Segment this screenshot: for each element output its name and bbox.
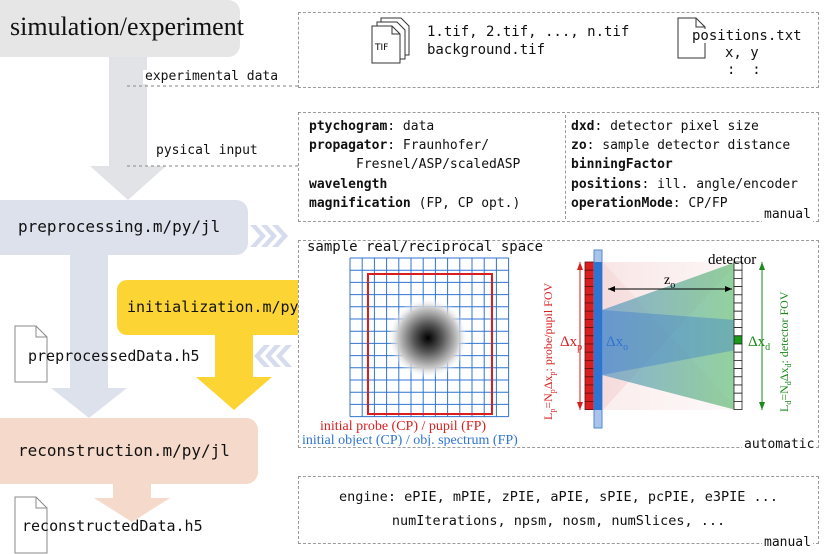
sample-space-title: sample real/reciprocal space (307, 239, 544, 255)
preprocessing-node[interactable]: preprocessing.m/py/jl (0, 200, 248, 255)
probe-pixel (584, 400, 595, 410)
detector-pixel (733, 269, 743, 279)
probe-pixel (584, 376, 595, 386)
probe-pixel (584, 343, 595, 353)
detector-pixel (733, 400, 743, 410)
automatic-tag: automatic (742, 437, 817, 452)
tif-stack-icon: TIF (371, 17, 410, 64)
detector-pixel (733, 319, 743, 329)
arrow-init-to-recon (196, 334, 272, 410)
manual-tag-2: manual (762, 535, 813, 550)
detector-pixel (733, 351, 743, 361)
param-dxd: dxd: detector pixel size (571, 119, 759, 134)
param-wavelength: wavelength (309, 177, 388, 192)
detector-label: detector (708, 252, 756, 268)
engine-panel: engine: ePIE, mPIE, zPIE, aPIE, sPIE, pc… (298, 476, 819, 544)
probe-fov-label: Lp=NpΔxp: probe/pupil FOV (541, 283, 557, 420)
engine-line-1: engine: ePIE, mPIE, zPIE, aPIE, sPIE, pc… (339, 489, 778, 505)
detector-fov-label: Ld=NdΔxd: detector FOV (777, 291, 793, 412)
ptychography-schematic: zo detector Δxp Δxo Δxd Lp=NpΔxp: probe/… (302, 249, 793, 446)
param-positions: positions: ill. angle/encoder (571, 177, 798, 192)
detector-pixel (733, 343, 743, 353)
object-caption: initial object (CP) / obj. spectrum (FP) (302, 433, 518, 446)
arrow-pre-to-recon (51, 254, 127, 418)
file-icon (14, 496, 48, 554)
dxp-label: Δxp (560, 334, 582, 353)
detector-array (733, 261, 743, 410)
probe-spot (388, 298, 468, 378)
probe-caption: initial probe (CP) / pupil (FP) (320, 419, 486, 434)
probe-pixel (584, 351, 595, 361)
simulation-node[interactable]: simulation/experiment (0, 0, 244, 57)
chevrons-left (254, 345, 292, 367)
probe-pixel (584, 335, 595, 345)
probe-pixel (584, 327, 595, 337)
physical-input-box: ptychogram: data propagator: Fraunhofer/… (298, 112, 819, 222)
file-icon (14, 325, 48, 383)
physical-input-label: pysical input (154, 143, 260, 158)
detector-pixel (733, 335, 743, 345)
param-binning: binningFactor (571, 157, 673, 172)
probe-pixel (584, 360, 595, 370)
probe-pixel (584, 319, 595, 329)
preprocessing-label: preprocessing.m/py/jl (18, 217, 221, 236)
detector-pixel (733, 392, 743, 402)
zo-label: zo (664, 273, 675, 291)
experimental-data-box: TIF 1.tif, 2.tif, ..., n.tif background.… (298, 12, 819, 88)
detector-pixel (733, 302, 743, 312)
engine-line-2: numIterations, npsm, nosm, numSlices, ..… (391, 513, 726, 529)
detector-pixel (733, 310, 743, 320)
detector-pixel (733, 376, 743, 386)
probe-pixel (584, 310, 595, 320)
preprocessed-file[interactable]: preprocessedData.h5 (28, 347, 200, 365)
reconstruction-label: reconstruction.m/py/jl (18, 441, 230, 460)
detector-pixel (733, 327, 743, 337)
background-file[interactable]: background.tif (427, 42, 546, 58)
param-propagator-options: Fresnel/ASP/scaledASP (356, 157, 521, 172)
probe-pixel (584, 392, 595, 402)
tif-icon-text: TIF (374, 43, 388, 53)
positions-file[interactable]: positions.txt (691, 28, 803, 44)
reconstruction-node[interactable]: reconstruction.m/py/jl (0, 418, 258, 484)
tif-files[interactable]: 1.tif, 2.tif, ..., n.tif (427, 24, 630, 40)
detector-pixel (733, 278, 743, 288)
param-operation-mode: operationMode: CP/FP (571, 196, 728, 211)
probe-window (367, 273, 493, 415)
probe-pixel (584, 368, 595, 378)
param-ptychogram: ptychogram: data (309, 119, 435, 134)
dashed-connectors (127, 85, 298, 167)
probe-pixel (584, 278, 595, 288)
reconstructed-file[interactable]: reconstructedData.h5 (22, 517, 203, 535)
probe-plane (584, 261, 595, 410)
detector-pixel (733, 286, 743, 296)
param-propagator: propagator: Fraunhofer/ (309, 138, 490, 153)
probe-pixel (584, 261, 595, 271)
probe-pixel (584, 269, 595, 279)
dxd-label: Δxd (748, 334, 770, 353)
param-zo: zo: sample detector distance (571, 138, 791, 153)
positions-xy: x, y (725, 45, 759, 61)
probe-pixel (584, 302, 595, 312)
positions-dots: : : (727, 62, 761, 78)
manual-tag-1: manual (762, 207, 813, 222)
column-divider (565, 115, 566, 219)
detector-beam (602, 262, 736, 410)
object-grid (349, 257, 510, 418)
detector-pixel (733, 360, 743, 370)
experimental-data-label: experimental data (143, 69, 281, 84)
param-magnification: magnification (FP, CP opt.) (309, 196, 521, 211)
detector-pixel (733, 294, 743, 304)
detector-pixel (733, 368, 743, 378)
probe-pixel (584, 294, 595, 304)
probe-pixel (584, 384, 595, 394)
initialization-label: initialization.m/py/jl (127, 298, 326, 316)
detector-pixel (733, 384, 743, 394)
probe-pixel (584, 286, 595, 296)
arrow-sim-to-pre (90, 57, 166, 200)
chevrons-right (250, 225, 288, 247)
arrow-recon-to-output (94, 484, 170, 522)
simulation-label: simulation/experiment (10, 12, 244, 41)
dxo-label: Δxo (606, 334, 628, 353)
